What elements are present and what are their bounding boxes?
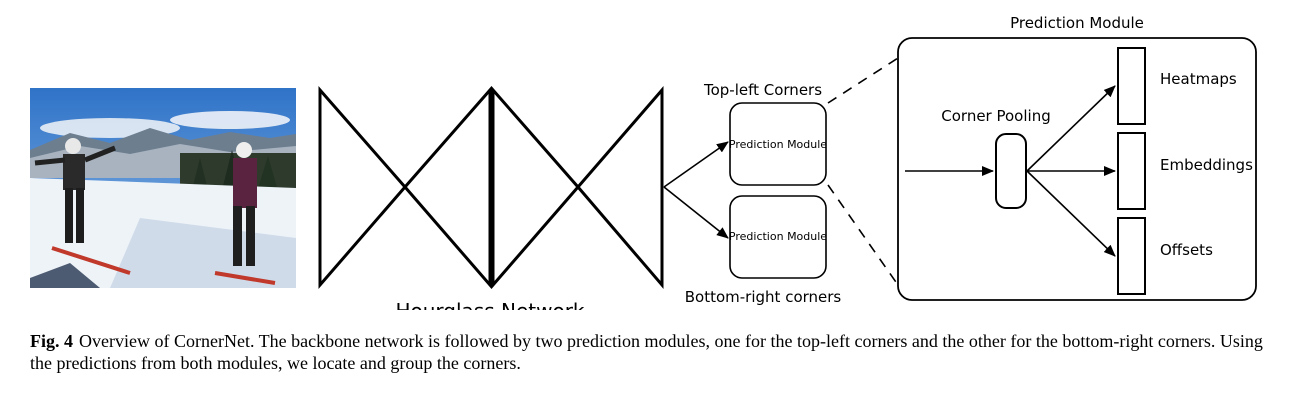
heatmaps-label: Heatmaps	[1160, 70, 1237, 88]
heatmaps-box	[1117, 47, 1146, 125]
top-left-corners-label: Top-left Corners	[703, 81, 822, 99]
detail-module-title: Prediction Module	[1010, 14, 1144, 32]
prediction-module-top	[729, 102, 827, 186]
hourglass-right-shape	[491, 85, 664, 290]
input-photo	[30, 88, 296, 288]
hourglass-network-label: Hourglass Network	[395, 299, 584, 310]
offsets-box	[1117, 217, 1146, 295]
corner-pooling-box	[995, 133, 1027, 209]
prediction-module-detail	[897, 37, 1257, 301]
arrow-to-offsets	[1026, 170, 1116, 257]
embeddings-box	[1117, 132, 1146, 210]
bottom-right-corners-label: Bottom-right corners	[685, 288, 842, 306]
zoom-line-top	[827, 57, 899, 104]
cornernet-figure: Hourglass Network Top-left Corners Predi…	[30, 14, 1257, 310]
offsets-label: Offsets	[1160, 241, 1213, 259]
embeddings-label: Embeddings	[1160, 156, 1253, 174]
prediction-module-bottom	[729, 195, 827, 279]
architecture-diagram: Hourglass Network Top-left Corners Predi…	[318, 14, 1257, 310]
zoom-line-bottom	[827, 184, 899, 286]
arrow-to-bottom-module	[663, 186, 729, 239]
arrow-to-heatmaps	[1026, 85, 1116, 172]
arrow-to-top-module	[663, 141, 729, 188]
caption-text: Overview of CornerNet. The backbone netw…	[30, 331, 1263, 373]
corner-pooling-label: Corner Pooling	[941, 107, 1050, 125]
figure-label: Fig. 4	[30, 331, 73, 351]
hourglass-left-shape	[318, 86, 492, 290]
prediction-module-top-label: Prediction Module	[729, 138, 827, 151]
prediction-module-bottom-label: Prediction Module	[729, 230, 827, 243]
